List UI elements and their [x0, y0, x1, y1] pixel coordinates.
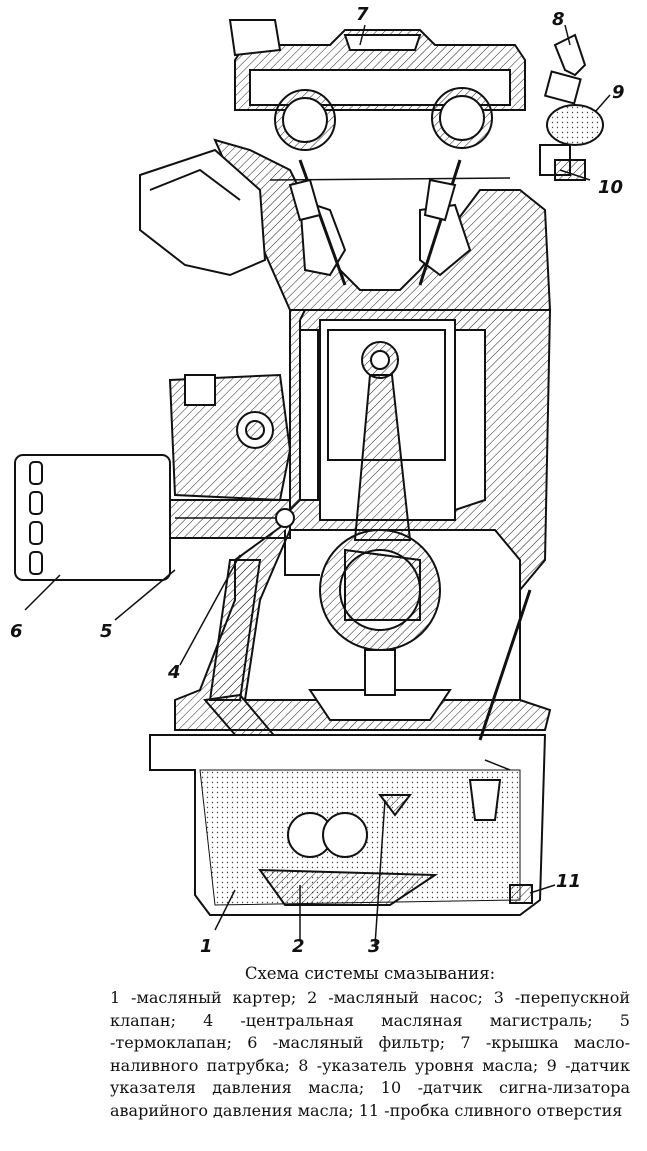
callout-8: 8 [552, 9, 565, 30]
callout-6: 6 [10, 621, 23, 642]
oil-filter [14, 454, 291, 581]
callout-5: 5 [100, 621, 113, 642]
legend-item-11: 11 -пробка сливного отверстия [358, 1100, 623, 1120]
legend-item-9: 9 -датчик указателя давления масла; [110, 1055, 630, 1098]
caption-title: Схема системы смазывания: [244, 964, 496, 983]
figure-caption: Схема системы смазывания: 1 -масляный ка… [110, 963, 630, 1122]
camshafts [274, 87, 493, 151]
callout-1: 1 [200, 936, 213, 957]
legend-item-7: 7 -крышка масло-наливного патрубка; [110, 1033, 631, 1075]
legend-item-6: 6 -масляный фильтр; [247, 1033, 446, 1052]
oil-sensors [539, 33, 604, 181]
oil-pump [258, 794, 439, 906]
piston-connecting-rod [308, 329, 452, 721]
caption-legend: 1 -масляный картер; 2 -масляный насос; 3… [110, 987, 630, 1122]
legend-item-4: 4 -центральная масляная магистраль; [203, 1010, 593, 1030]
central-oil-gallery [275, 309, 320, 576]
callout-9: 9 [612, 82, 625, 103]
callout-4: 4 [167, 662, 181, 683]
leader-lines [24, 24, 611, 946]
callout-7: 7 [356, 4, 369, 25]
legend-item-2: 2 -масляный насос; [307, 988, 483, 1007]
cylinder-head [139, 138, 552, 311]
callout-2: 2 [292, 936, 305, 957]
legend-item-5: 5 -термоклапан; [110, 1010, 630, 1053]
callout-labels: 7 8 9 10 6 5 4 11 1 2 3 [10, 4, 625, 957]
lubrication-system-diagram: 7 8 9 10 6 5 4 11 1 2 3 [10, 4, 625, 957]
thermo-valve [168, 373, 292, 502]
legend-item-10: 10 -датчик сигна-лизатора аварийного дав… [110, 1078, 630, 1120]
callout-3: 3 [368, 936, 381, 957]
drain-plug [509, 884, 533, 904]
callout-11: 11 [556, 871, 581, 892]
legend-item-3: 3 -перепускной клапан; [110, 988, 630, 1030]
legend-item-8: 8 -указатель уровня масла; [298, 1055, 539, 1075]
legend-item-1: 1 -масляный картер; [110, 988, 297, 1007]
callout-10: 10 [598, 177, 623, 198]
